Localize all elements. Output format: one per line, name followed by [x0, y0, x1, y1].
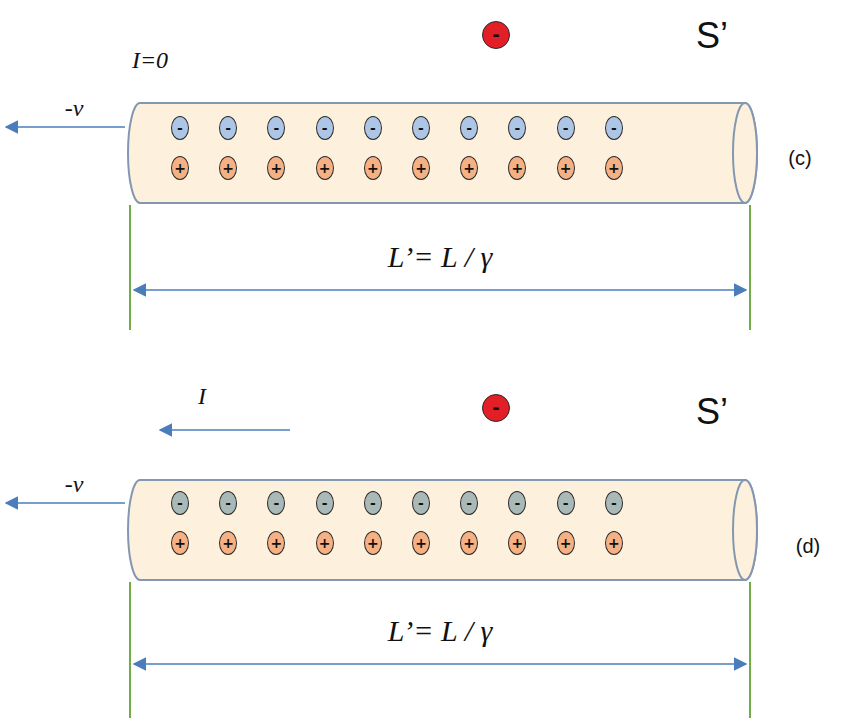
charge-sign: +: [608, 161, 620, 175]
current-arrow: [160, 429, 290, 431]
charge-sign: +: [367, 536, 379, 550]
ion-charge: +: [316, 156, 334, 180]
electron-charge: -: [412, 116, 430, 140]
dimension-extension: [749, 582, 751, 718]
charge-sign: -: [370, 121, 376, 135]
frame-label: S’: [696, 392, 728, 432]
charge-sign: +: [367, 161, 379, 175]
charge-sign: +: [463, 536, 475, 550]
charge-sign: +: [174, 536, 186, 550]
velocity-arrow: [6, 126, 125, 128]
charge-sign: -: [492, 399, 499, 417]
charge-sign: +: [512, 536, 524, 550]
dimension-arrow: [134, 289, 746, 291]
charge-sign: -: [466, 496, 472, 510]
panel-label: (c): [788, 147, 811, 169]
ion-charge: +: [171, 531, 189, 555]
electron-charge: -: [605, 491, 623, 515]
charge-sign: -: [418, 121, 424, 135]
charge-sign: +: [608, 536, 620, 550]
wire-cylinder: [128, 103, 757, 203]
charge-sign: -: [273, 121, 279, 135]
charge-sign: +: [319, 161, 331, 175]
ion-charge: +: [557, 531, 575, 555]
charge-sign: +: [415, 536, 427, 550]
charge-sign: -: [225, 121, 231, 135]
ion-charge: +: [171, 156, 189, 180]
charge-sign: -: [563, 496, 569, 510]
charge-sign: -: [514, 496, 520, 510]
panel-label: (d): [796, 535, 820, 557]
charge-sign: +: [560, 536, 572, 550]
ion-charge: +: [412, 156, 430, 180]
ion-charge: +: [557, 156, 575, 180]
electron-charge: -: [364, 491, 382, 515]
ion-charge: +: [412, 531, 430, 555]
ion-charge: +: [364, 156, 382, 180]
panel-d: [6, 430, 757, 718]
electron-charge: -: [557, 116, 575, 140]
electron-charge: -: [605, 116, 623, 140]
charge-sign: -: [322, 121, 328, 135]
charge-sign: +: [271, 161, 283, 175]
charge-sign: +: [222, 161, 234, 175]
velocity-label: -v: [65, 95, 84, 121]
electron-charge: -: [412, 491, 430, 515]
charge-sign: +: [271, 536, 283, 550]
wire-cylinder: [128, 480, 757, 580]
charge-sign: +: [512, 161, 524, 175]
ion-charge: +: [316, 531, 334, 555]
wire-end: [733, 103, 757, 203]
dimension-arrow: [134, 663, 746, 665]
length-label: L’= L / γ: [388, 614, 493, 647]
current-label: I: [198, 383, 206, 409]
current-label: I=0: [132, 47, 168, 73]
velocity-label: -v: [65, 471, 84, 497]
electron-charge: -: [316, 491, 334, 515]
electron-charge: -: [557, 491, 575, 515]
charge-sign: +: [222, 536, 234, 550]
electron-charge: -: [171, 491, 189, 515]
moving-electron: -: [482, 394, 510, 422]
panel-c: [6, 103, 757, 330]
charge-sign: -: [563, 121, 569, 135]
charge-sign: -: [611, 121, 617, 135]
ion-charge: +: [364, 531, 382, 555]
charge-sign: -: [370, 496, 376, 510]
charge-sign: +: [415, 161, 427, 175]
charge-sign: +: [560, 161, 572, 175]
charge-sign: +: [174, 161, 186, 175]
charge-sign: -: [322, 496, 328, 510]
charge-sign: -: [514, 121, 520, 135]
charge-sign: +: [319, 536, 331, 550]
charge-sign: -: [225, 496, 231, 510]
velocity-arrow: [6, 502, 125, 504]
charge-sign: -: [177, 496, 183, 510]
charge-sign: -: [177, 121, 183, 135]
dimension-extension: [129, 582, 131, 718]
charge-sign: -: [492, 26, 499, 44]
frame-label: S’: [696, 16, 728, 56]
charge-sign: -: [466, 121, 472, 135]
electron-charge: -: [171, 116, 189, 140]
charge-sign: -: [418, 496, 424, 510]
dimension-extension: [749, 205, 751, 330]
charge-sign: -: [611, 496, 617, 510]
dimension-extension: [129, 205, 131, 330]
ion-charge: +: [605, 156, 623, 180]
length-label: L’= L / γ: [388, 240, 493, 273]
electron-charge: -: [364, 116, 382, 140]
electron-charge: -: [316, 116, 334, 140]
wire-end: [733, 480, 757, 580]
moving-electron: -: [482, 21, 510, 49]
charge-sign: -: [273, 496, 279, 510]
charge-sign: +: [463, 161, 475, 175]
ion-charge: +: [605, 531, 623, 555]
